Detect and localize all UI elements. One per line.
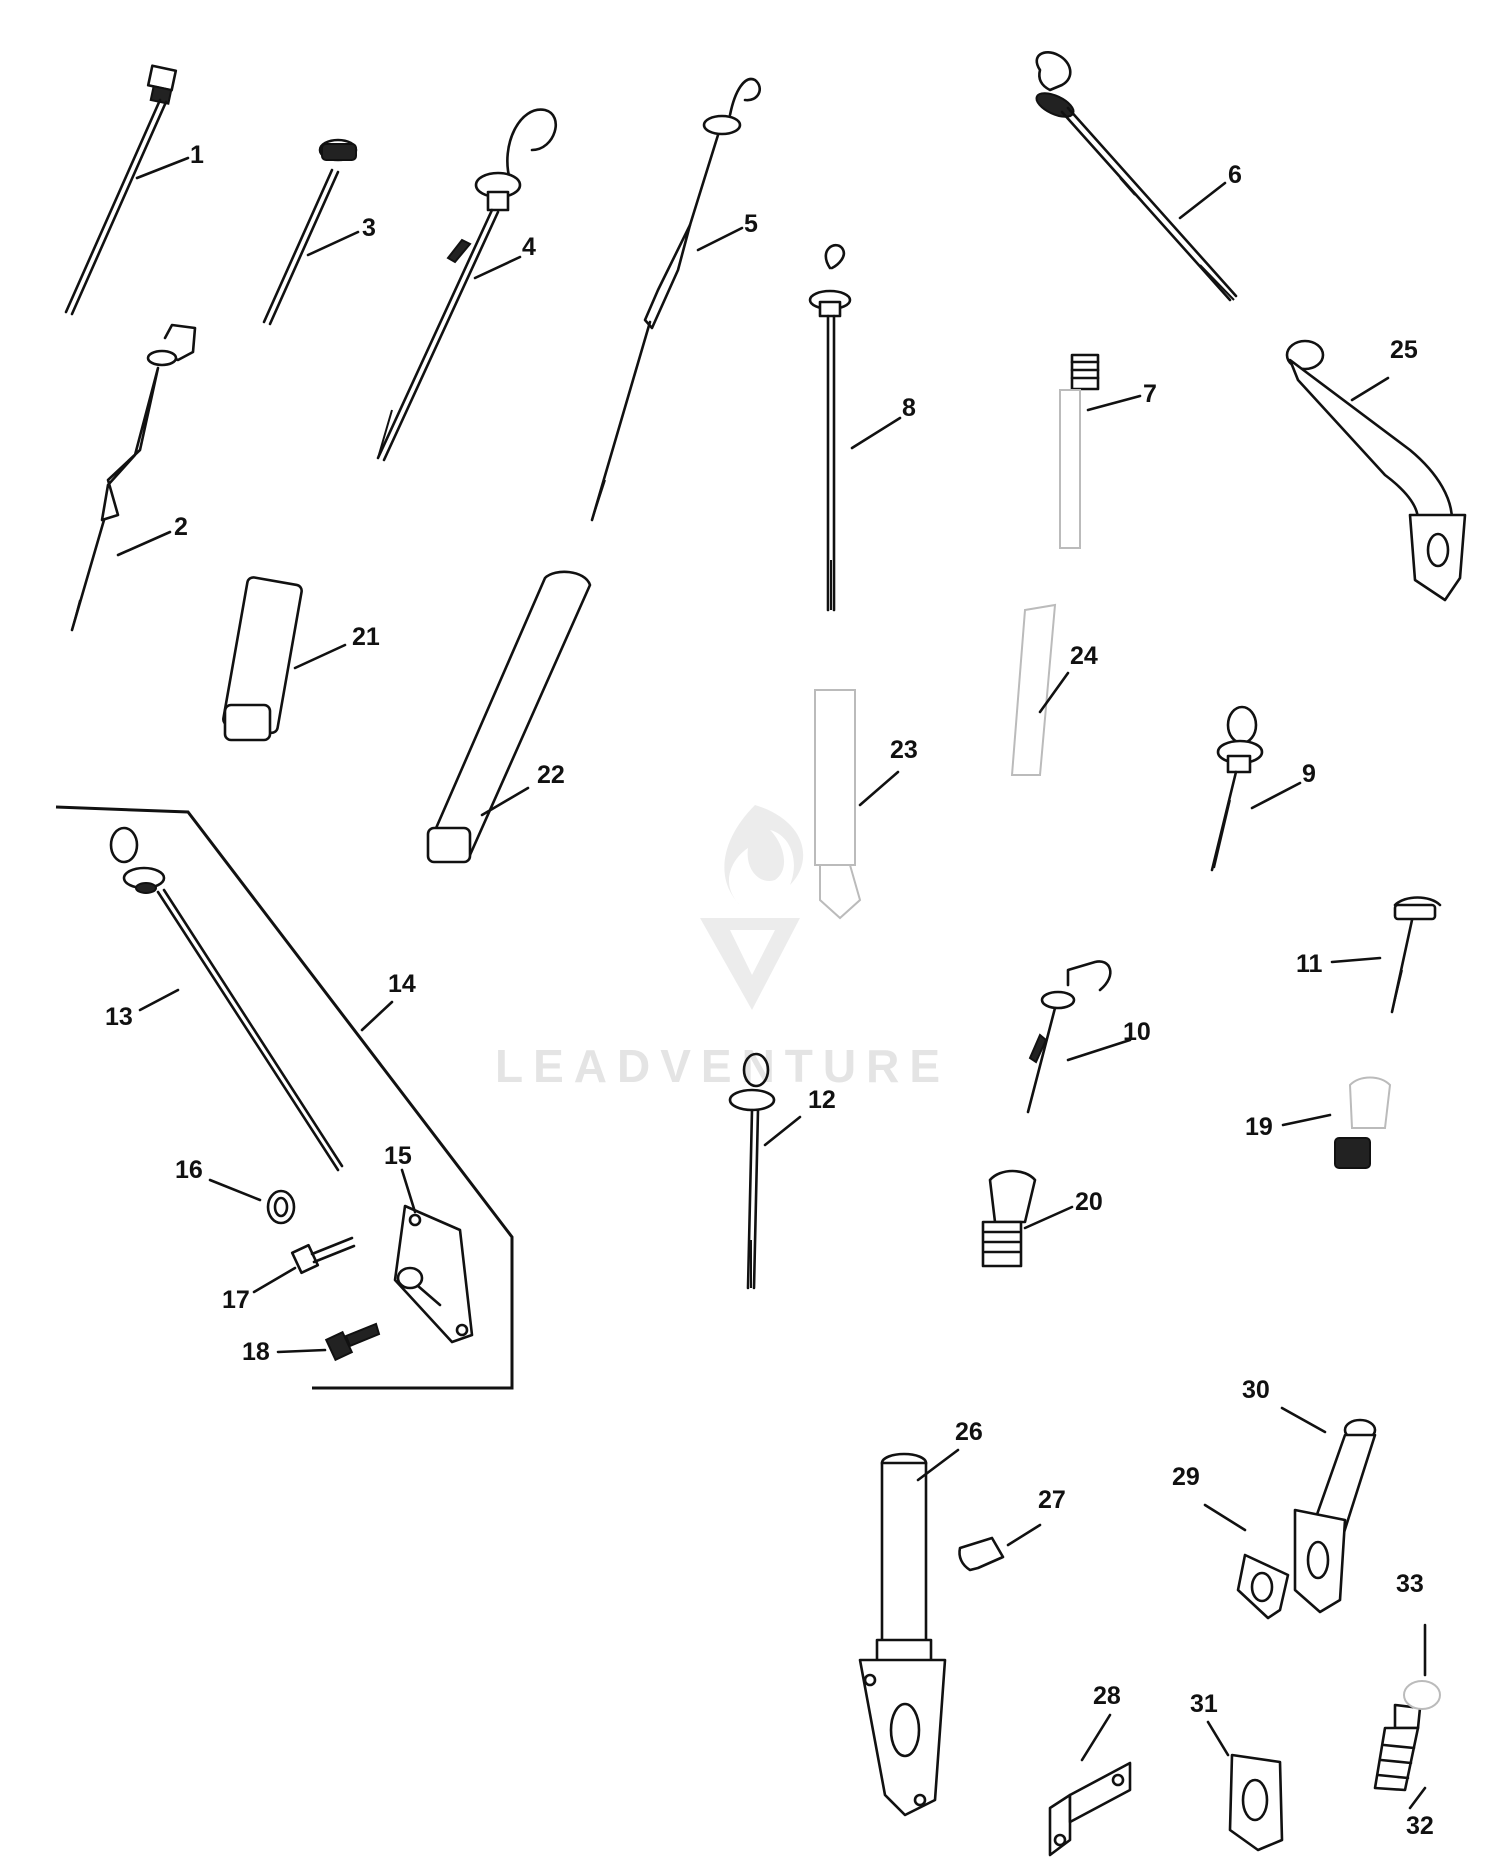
callout-6: 6 xyxy=(1228,161,1242,189)
part-24-tube xyxy=(1010,603,1057,776)
part-5-dipstick xyxy=(590,77,761,522)
part-3-dipstick xyxy=(262,138,358,326)
callout-18: 18 xyxy=(242,1338,270,1366)
callout-2: 2 xyxy=(174,513,188,541)
callout-3: 3 xyxy=(362,214,376,242)
callout-9: 9 xyxy=(1302,760,1316,788)
callout-30: 30 xyxy=(1242,1376,1270,1404)
part-2-dipstick xyxy=(70,323,197,632)
callout-13: 13 xyxy=(105,1003,133,1031)
callout-5: 5 xyxy=(744,210,758,238)
part-21-tube xyxy=(222,576,303,742)
part-23-tube xyxy=(814,689,862,920)
part-6-dipstick xyxy=(1035,50,1238,302)
watermark-flame-icon xyxy=(724,805,804,905)
part-29-gasket xyxy=(1236,1553,1290,1620)
callout-20: 20 xyxy=(1075,1188,1103,1216)
callout-17: 17 xyxy=(222,1286,250,1314)
callout-32: 32 xyxy=(1406,1812,1434,1840)
part-1-dipstick xyxy=(64,64,178,316)
callout-25: 25 xyxy=(1390,336,1418,364)
watermark-v-icon xyxy=(700,918,800,1010)
part-26-tube xyxy=(858,1452,947,1817)
watermark: LEADVENTURE xyxy=(495,805,950,1092)
part-11-dipstick xyxy=(1390,896,1442,1014)
callout-33: 33 xyxy=(1396,1570,1424,1598)
callout-16: 16 xyxy=(175,1156,203,1184)
part-7-tube xyxy=(1059,353,1100,549)
part-32-fitting xyxy=(1373,1703,1422,1792)
callout-19: 19 xyxy=(1245,1113,1273,1141)
watermark-text: LEADVENTURE xyxy=(495,1040,950,1092)
part-19-fitting xyxy=(1334,1076,1392,1169)
callout-24: 24 xyxy=(1070,642,1098,670)
callout-27: 27 xyxy=(1038,1486,1066,1514)
callout-26: 26 xyxy=(955,1418,983,1446)
part-30-tube xyxy=(1293,1418,1377,1614)
callout-22: 22 xyxy=(537,761,565,789)
part-15-flange xyxy=(393,1204,474,1344)
callout-10: 10 xyxy=(1123,1018,1151,1046)
part-4-dipstick xyxy=(376,108,557,462)
callout-11: 11 xyxy=(1296,950,1323,978)
part-16-grommet xyxy=(266,1189,296,1225)
part-8-dipstick xyxy=(808,243,852,612)
part-18-bolt xyxy=(324,1322,381,1362)
callout-1: 1 xyxy=(190,141,204,169)
part-31-flange xyxy=(1228,1753,1284,1852)
callout-8: 8 xyxy=(902,394,916,422)
part-27-clamp xyxy=(958,1536,1005,1572)
callout-29: 29 xyxy=(1172,1463,1200,1491)
part-9-dipstick xyxy=(1210,705,1264,872)
part-12-dipstick xyxy=(728,1052,776,1290)
kit-frame xyxy=(55,805,514,1390)
part-33-ring xyxy=(1403,1680,1441,1710)
part-20-fitting xyxy=(981,1169,1037,1268)
part-22-tube xyxy=(426,570,592,864)
callout-23: 23 xyxy=(890,736,918,764)
leader-lines xyxy=(116,156,1427,1810)
callout-31: 31 xyxy=(1190,1690,1218,1718)
callout-28: 28 xyxy=(1093,1682,1121,1710)
callouts: 1 2 3 4 5 6 7 8 9 10 11 12 13 14 15 16 1… xyxy=(105,141,1434,1840)
callout-15: 15 xyxy=(384,1142,412,1170)
part-13-dipstick xyxy=(109,826,344,1172)
callout-12: 12 xyxy=(808,1086,836,1114)
part-28-bracket xyxy=(1048,1761,1132,1857)
part-17-bolt xyxy=(290,1236,356,1275)
callout-21: 21 xyxy=(352,623,380,651)
callout-7: 7 xyxy=(1143,380,1157,408)
callout-14: 14 xyxy=(388,970,416,998)
part-10-dipstick xyxy=(1026,960,1112,1114)
part-25-tube xyxy=(1285,339,1467,602)
callout-4: 4 xyxy=(522,233,536,261)
